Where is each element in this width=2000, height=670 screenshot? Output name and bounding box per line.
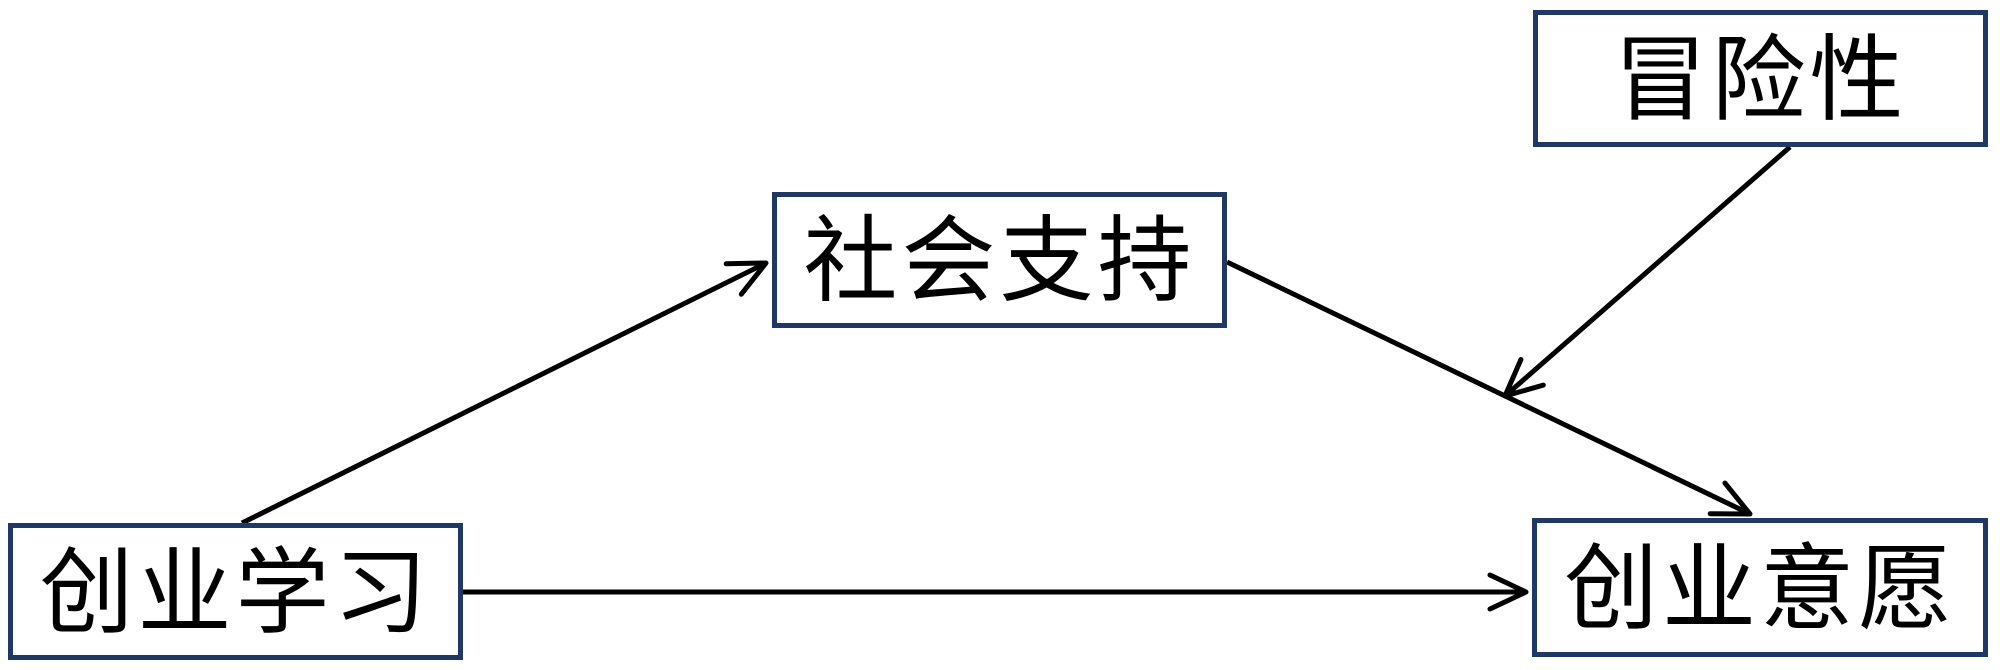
- node-label-entrepreneurial-intention: 创业意愿: [1563, 534, 1956, 644]
- node-social-support: 社会支持: [772, 192, 1227, 328]
- node-risk-taking: 冒险性: [1533, 10, 1988, 147]
- edge-learning-to-social-support: [240, 260, 769, 526]
- node-label-social-support: 社会支持: [803, 207, 1196, 316]
- node-label-risk-taking: 冒险性: [1613, 25, 1908, 135]
- edge-social-support-to-intention: [1225, 259, 1753, 517]
- node-entrepreneurial-intention: 创业意愿: [1532, 518, 1988, 657]
- edge-risk-moderation-on-path: [1502, 145, 1792, 399]
- node-label-entrepreneurial-learning: 创业学习: [39, 538, 432, 648]
- edge-lines: [240, 145, 1792, 612]
- node-entrepreneurial-learning: 创业学习: [8, 523, 463, 660]
